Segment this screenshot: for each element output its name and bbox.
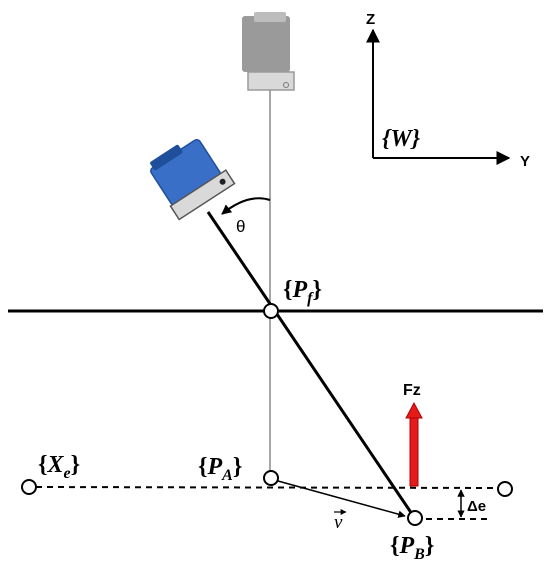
- point-xe-left: [21, 479, 37, 495]
- camera-active-icon: [150, 138, 236, 221]
- axis-z-label: Z: [366, 11, 375, 28]
- camera-inactive-base: [247, 71, 295, 91]
- baseline-dashed-line: [35, 486, 499, 489]
- force-arrow-head: [405, 401, 423, 419]
- angle-label: θ: [236, 217, 245, 236]
- force-arrow-shaft: [409, 415, 419, 487]
- camera-inactive-led: [283, 82, 289, 88]
- point-pa: [263, 470, 279, 486]
- point-pf: [263, 303, 279, 319]
- camera-active-led: [219, 178, 226, 185]
- force-label: Fz: [403, 382, 421, 399]
- point-pa-label: {PA}: [198, 454, 242, 484]
- vector-v-label: v: [334, 512, 343, 533]
- delta-e-label: Δe: [467, 498, 486, 515]
- tilted-axis-line: [206, 211, 416, 518]
- point-pf-label: {Pf}: [283, 277, 322, 307]
- point-pb-label: {PB}: [390, 533, 434, 563]
- force-arrow-icon: [405, 401, 423, 487]
- point-pb: [407, 510, 423, 526]
- camera-active-base: [169, 169, 236, 221]
- camera-active-lens: [150, 144, 183, 171]
- point-xe-label: {Xe}: [38, 452, 80, 482]
- axis-y-label: Y: [520, 153, 530, 170]
- point-xe-right: [497, 481, 513, 497]
- vector-v-arrow: [277, 480, 406, 518]
- frame-w-label: {W}: [382, 126, 421, 152]
- angle-arc: [221, 197, 271, 215]
- camera-inactive-icon: [242, 12, 295, 91]
- camera-inactive-body: [242, 16, 290, 72]
- camera-inactive-lens: [254, 12, 286, 22]
